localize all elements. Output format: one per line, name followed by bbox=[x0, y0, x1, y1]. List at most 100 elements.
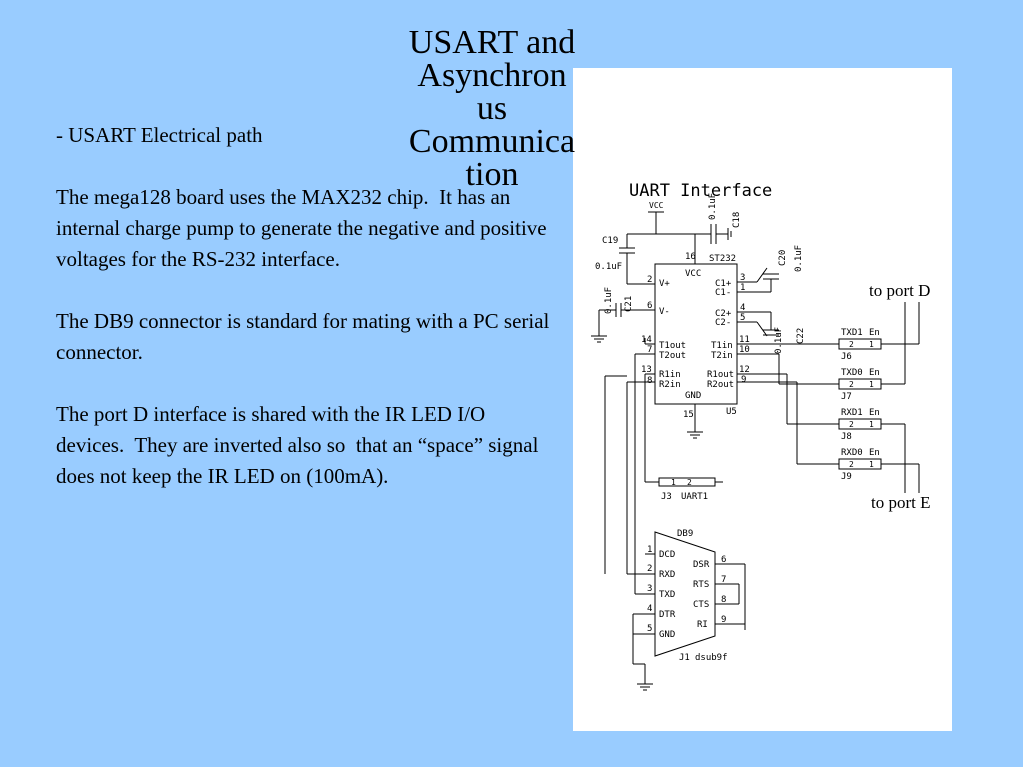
cap-value-c22: 0.1uF bbox=[774, 327, 784, 354]
db9-pin-num: 1 bbox=[647, 545, 652, 555]
jumper-enable: En bbox=[869, 408, 880, 418]
db9-pin-name: TXD bbox=[659, 590, 675, 600]
chip-pin-num: 9 bbox=[741, 375, 746, 385]
jumper-enable: En bbox=[869, 448, 880, 458]
cap-ref-c21: C21 bbox=[624, 296, 634, 312]
vcc-symbol-label: VCC bbox=[649, 201, 664, 210]
db9-part: dsub9f bbox=[695, 653, 728, 663]
chip-pin-num: 7 bbox=[647, 345, 652, 355]
paragraph-db9: The DB9 connector is standard for mating… bbox=[56, 309, 555, 364]
db9-pin-num: 5 bbox=[647, 624, 652, 634]
chip-pin-name: R2in bbox=[659, 380, 681, 390]
jumper-enable: En bbox=[869, 368, 880, 378]
paragraph-port-d: The port D interface is shared with the … bbox=[56, 402, 544, 488]
db9-pin-name: RXD bbox=[659, 570, 675, 580]
db9-ref: J1 bbox=[679, 653, 690, 663]
db9-pin-name: RTS bbox=[693, 580, 709, 590]
cap-value-c20: 0.1uF bbox=[794, 245, 804, 272]
jumper-pin: 1 bbox=[869, 340, 874, 349]
chip-part: ST232 bbox=[709, 254, 736, 264]
chip-pin-vcc-num: 16 bbox=[685, 252, 696, 262]
db9-pin-name: CTS bbox=[693, 600, 709, 610]
chip-vcc-label: VCC bbox=[685, 269, 701, 279]
jumper-pin: 2 bbox=[849, 340, 854, 349]
title-line: tion bbox=[465, 156, 519, 193]
db9-pin-num: 9 bbox=[721, 615, 726, 625]
chip-pin-num: 14 bbox=[641, 335, 652, 345]
chip-pin-name: R2out bbox=[707, 380, 734, 390]
callout-to-port-d: to port D bbox=[868, 281, 932, 301]
slide-title: USART and Asynchron us Communica tion bbox=[382, 24, 602, 193]
chip-pin-num: 6 bbox=[647, 301, 652, 311]
chip-pin-name: V+ bbox=[659, 279, 670, 289]
cap-value-c19: 0.1uF bbox=[595, 262, 622, 272]
jumper-pin: 2 bbox=[849, 420, 854, 429]
cap-ref-c20: C20 bbox=[778, 250, 788, 266]
jumper-signal: RXD1 bbox=[841, 408, 863, 418]
chip-pin-name: C1+ bbox=[715, 279, 732, 289]
db9-pin-name: GND bbox=[659, 630, 675, 640]
chip-pin-num: 5 bbox=[740, 313, 745, 323]
db9-pin-name: DTR bbox=[659, 610, 676, 620]
jumper-pin: 2 bbox=[849, 380, 854, 389]
paragraph-max232: The mega128 board uses the MAX232 chip. … bbox=[56, 185, 552, 271]
cap-ref-c18: C18 bbox=[732, 212, 742, 228]
jumper-pin: 1 bbox=[869, 420, 874, 429]
chip-pin-num: 10 bbox=[739, 345, 750, 355]
chip-pin-name: C1- bbox=[715, 288, 731, 298]
chip-pin-num: 11 bbox=[739, 335, 750, 345]
db9-pin-num: 6 bbox=[721, 555, 726, 565]
jumper-signal: RXD0 bbox=[841, 448, 863, 458]
figure-heading: UART Interface bbox=[629, 181, 772, 201]
schematic-drawing: UART Interface VCC C19 0.1uF 0.1uF C18 C… bbox=[591, 181, 920, 691]
jumper-signal: TXD0 bbox=[841, 368, 863, 378]
db9-title: DB9 bbox=[677, 529, 693, 539]
cap-value-c18: 0.1uF bbox=[708, 193, 718, 220]
jumper-ref: J8 bbox=[841, 432, 852, 442]
jumper-ref: J6 bbox=[841, 352, 852, 362]
chip-pin-name: T2in bbox=[711, 351, 733, 361]
title-line: Asynchron bbox=[417, 57, 567, 94]
jumper-ref: J7 bbox=[841, 392, 852, 402]
chip-pin-name: V- bbox=[659, 307, 670, 317]
uart-header-ref: J3 bbox=[661, 492, 672, 502]
chip-pin-num: 12 bbox=[739, 365, 750, 375]
db9-pin-num: 4 bbox=[647, 604, 652, 614]
chip-pin-name: T1out bbox=[659, 341, 686, 351]
chip-pin-name: T2out bbox=[659, 351, 686, 361]
db9-pin-num: 8 bbox=[721, 595, 726, 605]
db9-pin-name: DCD bbox=[659, 550, 675, 560]
uart-header-pin: 2 bbox=[687, 478, 692, 487]
chip-ref: U5 bbox=[726, 407, 737, 417]
db9-pin-num: 2 bbox=[647, 564, 652, 574]
uart-header-pin: 1 bbox=[671, 478, 676, 487]
title-line: Communica bbox=[408, 123, 576, 160]
jumper-signal: TXD1 bbox=[841, 328, 863, 338]
chip-pin-name: R1in bbox=[659, 370, 681, 380]
db9-pin-name: RI bbox=[697, 620, 708, 630]
db9-pin-name: DSR bbox=[693, 560, 710, 570]
chip-pin-gnd-num: 15 bbox=[683, 410, 694, 420]
jumper-pin: 1 bbox=[869, 380, 874, 389]
title-line: us bbox=[476, 90, 508, 127]
cap-ref-c19: C19 bbox=[602, 236, 618, 246]
chip-pin-num: 13 bbox=[641, 365, 652, 375]
uart-schematic: UART Interface VCC C19 0.1uF 0.1uF C18 C… bbox=[573, 68, 952, 731]
chip-pin-name: C2- bbox=[715, 318, 731, 328]
cap-ref-c22: C22 bbox=[796, 328, 806, 344]
chip-pin-num: 2 bbox=[647, 275, 652, 285]
chip-pin-num: 4 bbox=[740, 303, 745, 313]
chip-pin-name: T1in bbox=[711, 341, 733, 351]
callout-to-port-e: to port E bbox=[870, 493, 932, 513]
chip-pin-name: C2+ bbox=[715, 309, 732, 319]
db9-pin-num: 7 bbox=[721, 575, 726, 585]
uart-header-name: UART1 bbox=[681, 492, 708, 502]
cap-value-c21: 0.1uF bbox=[604, 287, 614, 314]
jumper-pin: 2 bbox=[849, 460, 854, 469]
chip-pin-num: 8 bbox=[647, 376, 652, 386]
db9-pin-num: 3 bbox=[647, 584, 652, 594]
chip-gnd-label: GND bbox=[685, 391, 701, 401]
chip-pin-name: R1out bbox=[707, 370, 734, 380]
title-line: USART and bbox=[408, 24, 576, 61]
bullet-usart-path: - USART Electrical path bbox=[56, 123, 263, 147]
